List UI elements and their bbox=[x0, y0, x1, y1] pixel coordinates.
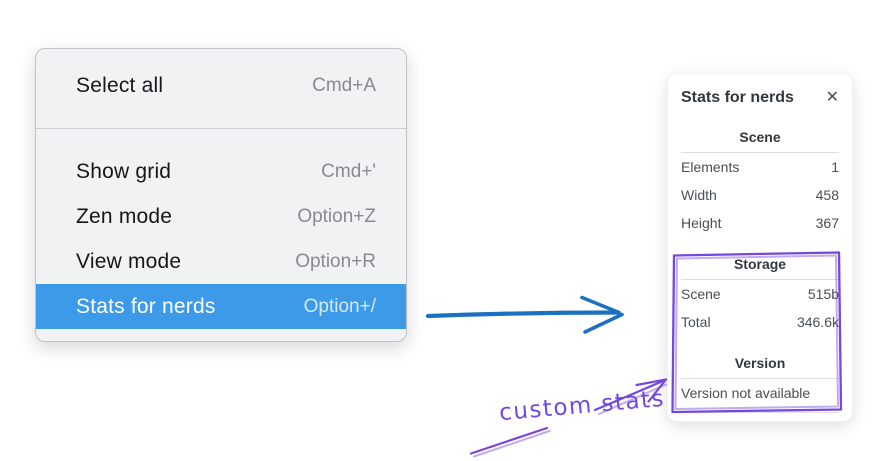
stat-row-total-storage: Total 346.6k bbox=[681, 308, 839, 336]
stat-value: 515b bbox=[807, 286, 839, 302]
annotation-label: custom stats bbox=[498, 385, 666, 427]
section-divider bbox=[681, 152, 839, 153]
menu-item-label: View mode bbox=[76, 249, 182, 273]
stat-row-width: Width 458 bbox=[681, 181, 839, 209]
section-heading-scene: Scene bbox=[739, 129, 781, 145]
stats-panel-title: Stats for nerds bbox=[681, 89, 794, 106]
menu-item-select-all[interactable]: Select all Cmd+A bbox=[36, 63, 406, 108]
stat-row-version: Version not available bbox=[681, 379, 839, 407]
menu-divider bbox=[36, 128, 406, 129]
menu-item-shortcut: Option+R bbox=[295, 250, 376, 272]
menu-item-stats-for-nerds[interactable]: Stats for nerds Option+/ bbox=[36, 284, 406, 329]
stat-row-height: Height 367 bbox=[681, 209, 839, 237]
stat-value: 1 bbox=[831, 159, 839, 175]
section-heading-version: Version bbox=[734, 355, 786, 371]
menu-item-shortcut: Option+/ bbox=[303, 295, 376, 317]
stat-value: 458 bbox=[815, 187, 839, 203]
menu-item-label: Zen mode bbox=[76, 204, 173, 228]
stat-label: Height bbox=[681, 215, 722, 231]
menu-item-label: Stats for nerds bbox=[76, 294, 216, 318]
stat-row-elements: Elements 1 bbox=[681, 153, 839, 181]
stat-value: 346.6k bbox=[796, 314, 839, 330]
menu-item-label: Select all bbox=[76, 73, 164, 97]
stat-label: Elements bbox=[681, 159, 740, 175]
stat-label: Total bbox=[681, 314, 711, 330]
close-icon[interactable]: ✕ bbox=[825, 89, 839, 106]
stat-label: Width bbox=[681, 187, 717, 203]
menu-item-show-grid[interactable]: Show grid Cmd+' bbox=[36, 149, 406, 194]
section-heading-storage: Storage bbox=[733, 256, 787, 272]
menu-item-zen-mode[interactable]: Zen mode Option+Z bbox=[36, 194, 406, 239]
menu-item-shortcut: Option+Z bbox=[297, 205, 376, 227]
stat-row-scene-storage: Scene 515b bbox=[681, 280, 839, 308]
stat-label: Scene bbox=[681, 286, 721, 302]
stats-panel-header: Stats for nerds ✕ bbox=[681, 86, 839, 110]
section-divider bbox=[681, 412, 839, 413]
menu-item-shortcut: Cmd+' bbox=[321, 160, 376, 182]
annotation-underline bbox=[469, 426, 551, 458]
menu-item-view-mode[interactable]: View mode Option+R bbox=[36, 239, 406, 284]
context-menu: Select all Cmd+A Show grid Cmd+' Zen mod… bbox=[35, 48, 407, 342]
menu-item-shortcut: Cmd+A bbox=[312, 74, 376, 96]
stats-panel: Stats for nerds ✕ Scene Elements 1 Width… bbox=[667, 73, 853, 422]
menu-to-panel-arrow bbox=[425, 295, 624, 334]
stat-label: Version not available bbox=[681, 385, 811, 401]
stat-value: 367 bbox=[815, 215, 839, 231]
menu-item-label: Show grid bbox=[76, 159, 172, 183]
